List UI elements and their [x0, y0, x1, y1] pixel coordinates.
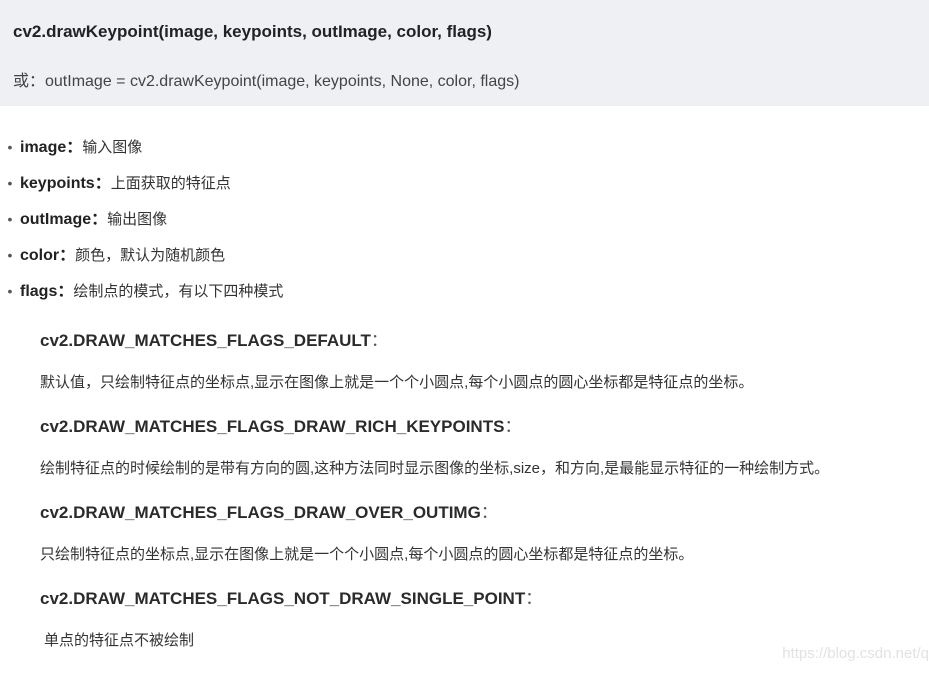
- flag-colon: ：: [504, 417, 522, 436]
- flag-name: cv2.DRAW_MATCHES_FLAGS_DRAW_OVER_OUTIMG: [40, 503, 481, 522]
- bullet-icon: •: [7, 247, 13, 263]
- param-separator: ：: [91, 211, 108, 228]
- flag-colon: ：: [480, 503, 498, 522]
- bullet-icon: •: [7, 283, 13, 299]
- param-item-image: • image：输入图像: [0, 135, 283, 171]
- param-separator: ：: [59, 247, 76, 264]
- param-description: 绘制点的模式，有以下四种模式: [73, 283, 284, 300]
- flag-mode-not-draw-single-point: cv2.DRAW_MATCHES_FLAGS_NOT_DRAW_SINGLE_P…: [40, 586, 929, 672]
- param-name: keypoints: [20, 175, 95, 192]
- param-description: 颜色，默认为随机颜色: [75, 247, 226, 264]
- flag-name: cv2.DRAW_MATCHES_FLAGS_DRAW_RICH_KEYPOIN…: [40, 417, 505, 436]
- bullet-icon: •: [7, 139, 13, 155]
- flag-description: 单点的特征点不被绘制: [44, 632, 195, 649]
- function-signature-box: cv2.drawKeypoint(image, keypoints, outIm…: [0, 0, 929, 106]
- flag-modes-list: cv2.DRAW_MATCHES_FLAGS_DEFAULT： 默认值，只绘制特…: [40, 328, 929, 672]
- param-name: outImage: [20, 211, 92, 228]
- flag-description: 默认值，只绘制特征点的坐标点,显示在图像上就是一个个小圆点,每个小圆点的圆心坐标…: [40, 374, 754, 391]
- param-item-color: • color：颜色，默认为随机颜色: [0, 243, 283, 279]
- param-description: 上面获取的特征点: [110, 175, 231, 192]
- flag-description: 绘制特征点的时候绘制的是带有方向的圆,这种方法同时显示图像的坐标,size，和方…: [40, 460, 830, 477]
- param-description: 输出图像: [107, 211, 168, 228]
- param-item-keypoints: • keypoints：上面获取的特征点: [0, 171, 283, 207]
- flag-colon: ：: [370, 331, 388, 350]
- flag-mode-draw-over-outimg: cv2.DRAW_MATCHES_FLAGS_DRAW_OVER_OUTIMG：…: [40, 500, 929, 586]
- param-name: flags: [20, 283, 58, 300]
- param-separator: ：: [57, 283, 74, 300]
- param-item-flags: • flags：绘制点的模式，有以下四种模式: [0, 279, 284, 315]
- flag-mode-default: cv2.DRAW_MATCHES_FLAGS_DEFAULT： 默认值，只绘制特…: [40, 328, 929, 414]
- flag-mode-draw-rich-keypoints: cv2.DRAW_MATCHES_FLAGS_DRAW_RICH_KEYPOIN…: [40, 414, 929, 500]
- bullet-icon: •: [7, 211, 13, 227]
- function-signature: cv2.drawKeypoint(image, keypoints, outIm…: [13, 22, 492, 41]
- param-item-outimage: • outImage：输出图像: [0, 207, 283, 243]
- flag-colon: ：: [525, 589, 543, 608]
- param-separator: ：: [94, 175, 111, 192]
- function-signature-alternative: 或：outImage = cv2.drawKeypoint(image, key…: [13, 73, 520, 90]
- flag-description: 只绘制特征点的坐标点,显示在图像上就是一个个小圆点,每个小圆点的圆心坐标都是特征…: [40, 546, 694, 563]
- bullet-icon: •: [7, 175, 13, 191]
- flag-name: cv2.DRAW_MATCHES_FLAGS_NOT_DRAW_SINGLE_P…: [40, 589, 526, 608]
- watermark: https://blog.csdn.net/q: [782, 645, 929, 662]
- flag-name: cv2.DRAW_MATCHES_FLAGS_DEFAULT: [40, 331, 371, 350]
- parameter-list: •image：输入图像 •keypoints：上面获取的特征点 •outImag…: [0, 135, 284, 315]
- param-name: color: [20, 247, 60, 264]
- param-name: image: [20, 139, 67, 156]
- param-description: 输入图像: [82, 139, 143, 156]
- param-separator: ：: [66, 139, 83, 156]
